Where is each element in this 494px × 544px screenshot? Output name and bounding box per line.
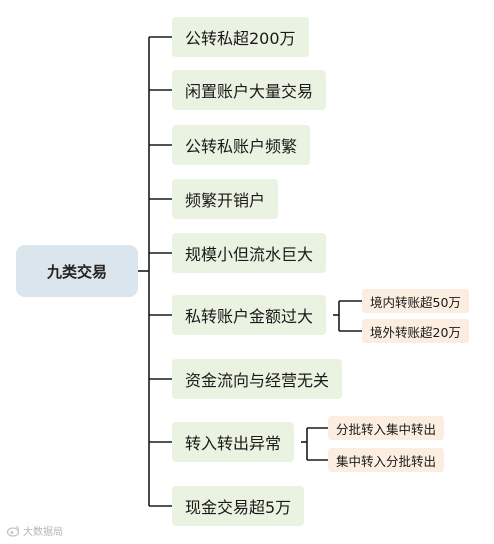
sub-node-overseas: 境外转账超20万 [362,319,469,343]
branch-label: 资金流向与经营无关 [185,371,330,390]
root-node: 九类交易 [16,245,138,297]
branch-node-1: 公转私超200万 [172,17,309,57]
branch-node-4: 频繁开销户 [172,179,279,219]
watermark-logo-icon [6,525,20,537]
branch-label: 公转私账户频繁 [185,137,298,156]
branch-label: 频繁开销户 [185,191,266,210]
sub-label: 境外转账超20万 [370,324,461,340]
branch-label: 公转私超200万 [185,29,296,48]
sub-label: 集中转入分批转出 [336,453,437,469]
watermark: 大数据局 [6,523,63,538]
branch-label: 规模小但流水巨大 [185,245,314,264]
branch-label: 私转账户金额过大 [185,307,314,326]
sub-node-domestic: 境内转账超50万 [362,289,469,313]
sub-node-concentrated-in: 集中转入分批转出 [328,448,445,472]
branch-node-2: 闲置账户大量交易 [172,70,327,110]
branch-node-8: 转入转出异常 [172,422,295,462]
branch-node-6: 私转账户金额过大 [172,295,327,335]
branch-node-5: 规模小但流水巨大 [172,233,327,273]
watermark-text: 大数据局 [23,527,63,538]
branch-node-3: 公转私账户频繁 [172,125,311,165]
branch-label: 闲置账户大量交易 [185,82,314,101]
root-label: 九类交易 [46,262,107,281]
sub-label: 境内转账超50万 [370,294,461,310]
branch-node-9: 现金交易超5万 [172,486,305,526]
sub-node-split-in: 分批转入集中转出 [328,416,445,440]
sub-label: 分批转入集中转出 [336,421,437,437]
branch-label: 现金交易超5万 [185,498,292,517]
branch-node-7: 资金流向与经营无关 [172,359,343,399]
branch-label: 转入转出异常 [185,434,282,453]
